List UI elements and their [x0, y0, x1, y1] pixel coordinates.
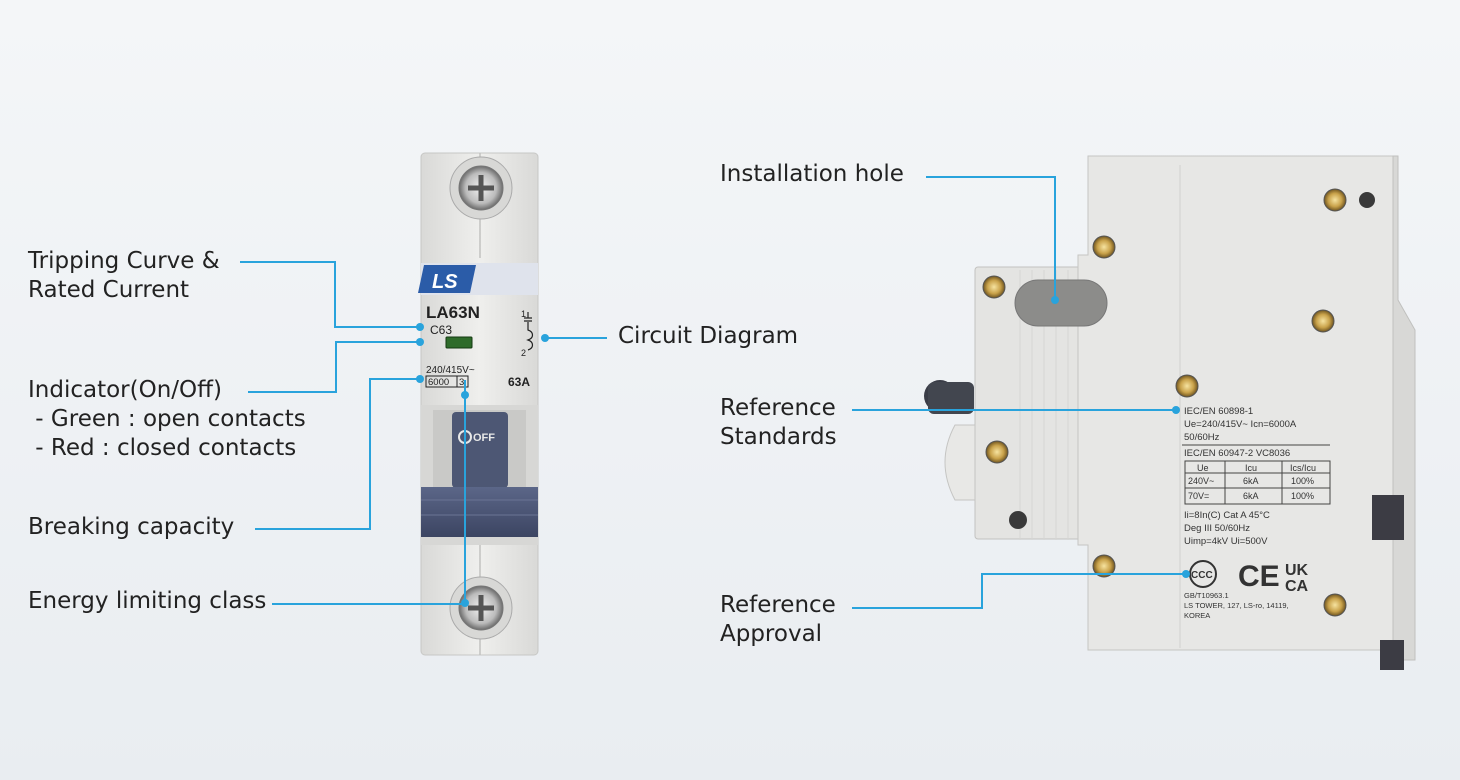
tripping-line-2: Rated Current: [28, 277, 190, 303]
svg-text:Ii=8In(C) Cat A 45°C: Ii=8In(C) Cat A 45°C: [1184, 510, 1270, 521]
voltage-text: 240/415V~: [426, 365, 475, 376]
curve-text: C63: [430, 323, 452, 337]
svg-text:GB/T10963.1: GB/T10963.1: [1184, 591, 1229, 600]
svg-text:IEC/EN 60898-1: IEC/EN 60898-1: [1184, 406, 1253, 417]
leader-tripping: [240, 261, 418, 328]
ls-logo: LS: [418, 265, 476, 293]
svg-text:1: 1: [521, 309, 526, 319]
svg-text:70V=: 70V=: [1188, 491, 1209, 501]
din-clip: [1372, 495, 1404, 540]
svg-text:Uimp=4kV Ui=500V: Uimp=4kV Ui=500V: [1184, 536, 1268, 547]
toggle-handle: [452, 412, 508, 488]
front-breaker: LS LA63N C63 1 2 240/415V~ 6000 3 63A OF…: [418, 152, 539, 656]
circuit-symbol: [524, 312, 534, 351]
ukca-mark: UK: [1285, 562, 1309, 579]
svg-text:Ue: Ue: [1197, 463, 1209, 473]
svg-text:KOREA: KOREA: [1184, 611, 1210, 620]
energy-class-text: 3: [459, 377, 464, 388]
svg-text:Icu: Icu: [1245, 463, 1257, 473]
svg-text:6kA: 6kA: [1243, 476, 1259, 486]
leader-breaking: [255, 378, 418, 530]
indicator-title: Indicator(On/Off): [28, 377, 222, 403]
svg-text:240V~: 240V~: [1188, 476, 1214, 486]
installation-hole: [1014, 279, 1108, 327]
tripping-line-1: Tripping Curve &: [28, 248, 220, 274]
tripping-curve-label: Tripping Curve & Rated Current: [28, 247, 220, 305]
svg-text:Deg III 50/60Hz: Deg III 50/60Hz: [1184, 523, 1250, 534]
svg-text:50/60Hz: 50/60Hz: [1184, 432, 1220, 443]
svg-text:OFF: OFF: [473, 432, 495, 444]
ce-mark: CE: [1238, 560, 1280, 593]
handle-grip: [421, 487, 538, 537]
svg-text:IEC/EN 60947-2 VC8036: IEC/EN 60947-2 VC8036: [1184, 448, 1290, 459]
indicator-red: - Red : closed contacts: [28, 435, 297, 461]
leader-approval: [852, 573, 1185, 609]
svg-text:LS: LS: [432, 271, 458, 293]
indicator-window: [445, 336, 473, 349]
side-breaker: IEC/EN 60898-1 Ue=240/415V~ Icn=6000A 50…: [924, 155, 1416, 670]
leader-indicator: [248, 341, 418, 393]
side-rating-label: IEC/EN 60898-1 Ue=240/415V~ Icn=6000A 50…: [1182, 406, 1331, 620]
rating-table: [1184, 460, 1331, 505]
breaking-capacity-label: Breaking capacity: [28, 514, 235, 540]
circuit-diagram-label: Circuit Diagram: [618, 323, 799, 349]
svg-text:CCC: CCC: [1191, 570, 1213, 581]
leader-dots: [416, 296, 1190, 607]
energy-limiting-label: Energy limiting class: [28, 588, 267, 614]
reference-standards-label: Reference Standards: [720, 395, 837, 450]
leader-installation: [926, 176, 1056, 300]
installation-hole-label: Installation hole: [720, 161, 904, 187]
svg-text:Ue=240/415V~ Icn=6000A: Ue=240/415V~ Icn=6000A: [1184, 419, 1297, 430]
rated-current-text: 63A: [508, 375, 530, 389]
indicator-label: Indicator(On/Off) - Green : open contact…: [28, 376, 306, 463]
top-terminal-screw: [449, 156, 513, 220]
svg-text:CA: CA: [1285, 578, 1309, 595]
breaking-capacity-text: 6000: [428, 377, 449, 388]
bottom-terminal-screw: [449, 576, 513, 640]
svg-text:Ics/Icu: Ics/Icu: [1290, 463, 1316, 473]
model-text: LA63N: [426, 303, 480, 322]
reference-approval-label: Reference Approval: [720, 592, 836, 647]
indicator-green: - Green : open contacts: [28, 406, 306, 432]
svg-text:100%: 100%: [1291, 491, 1314, 501]
leader-lines: [240, 176, 1185, 609]
svg-text:LS TOWER, 127, LS-ro, 14119,: LS TOWER, 127, LS-ro, 14119,: [1184, 601, 1289, 610]
svg-text:6kA: 6kA: [1243, 491, 1259, 501]
svg-text:2: 2: [521, 348, 526, 358]
svg-text:100%: 100%: [1291, 476, 1314, 486]
